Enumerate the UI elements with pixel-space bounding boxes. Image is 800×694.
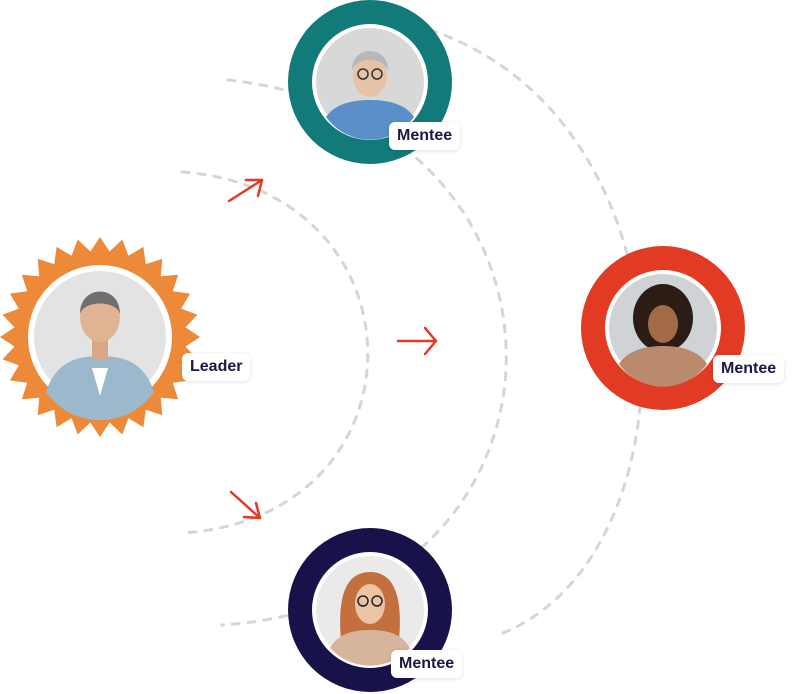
leader-node: [0, 237, 200, 437]
arrow-right: [396, 326, 438, 356]
mentee-top-label: Mentee: [389, 122, 461, 151]
mentee-bottom-portrait: [330, 572, 410, 666]
inner-arc: [178, 170, 370, 535]
mentee-right-label: Mentee: [713, 355, 785, 384]
mentee-right-node: [581, 246, 745, 410]
mentee-bottom-label: Mentee: [391, 650, 463, 679]
arrow-up-right: [227, 178, 264, 203]
leader-label: Leader: [182, 353, 251, 382]
mentee-right-portrait: [619, 284, 707, 387]
outer-arc: [428, 28, 644, 637]
leader-portrait: [46, 291, 154, 421]
arrow-down-right: [229, 490, 262, 520]
arrows: [227, 178, 438, 520]
